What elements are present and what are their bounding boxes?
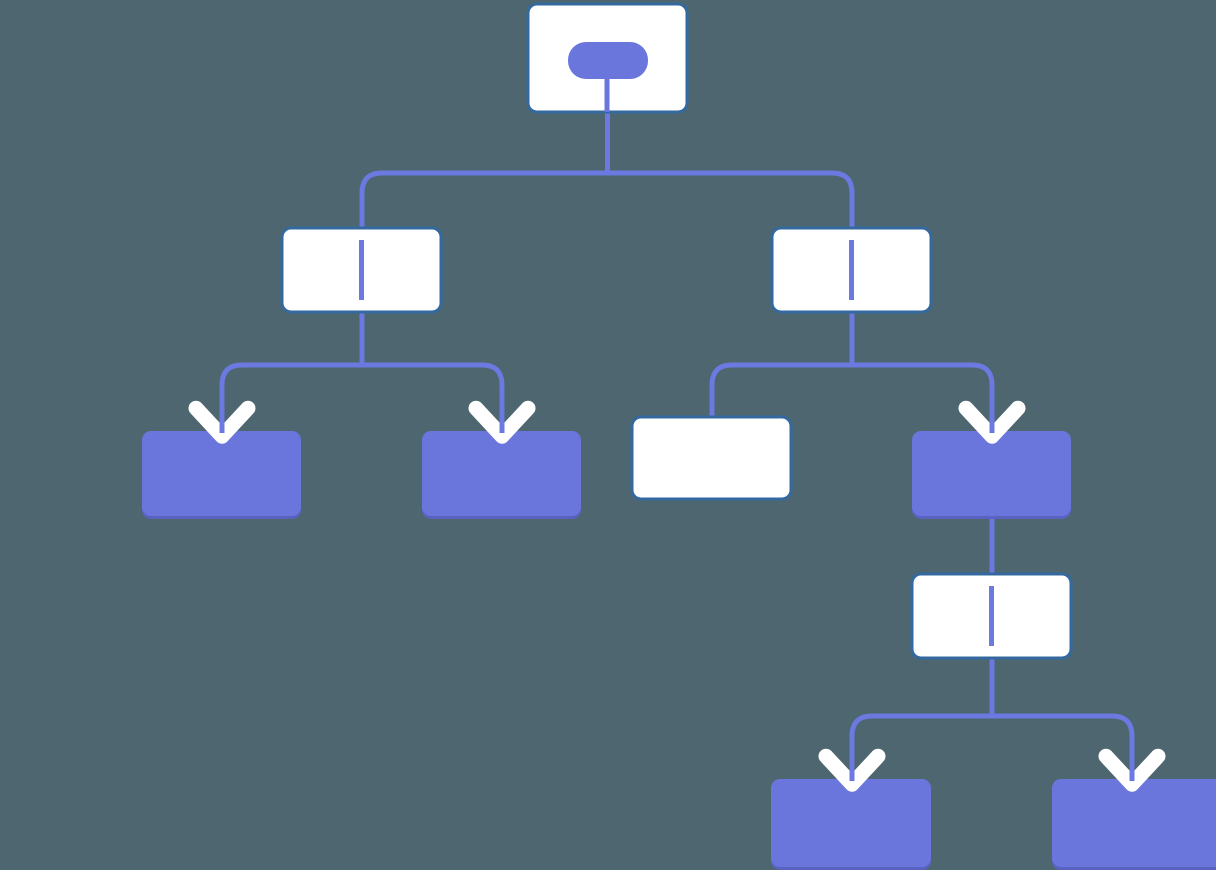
- node-layer: [142, 2, 1216, 870]
- connector-bar2-to-l2b: [362, 362, 505, 470]
- arrow-layer: [188, 400, 1166, 792]
- arrowhead-arrow-l4a: [818, 748, 886, 792]
- node-body[interactable]: [912, 431, 1071, 516]
- connector-bar3-to-l2c: [709, 362, 852, 417]
- node-body[interactable]: [1052, 779, 1216, 867]
- node-body[interactable]: [630, 415, 793, 501]
- node-l1-right[interactable]: [770, 226, 933, 314]
- node-l1-left[interactable]: [280, 226, 443, 314]
- node-body[interactable]: [771, 779, 931, 867]
- node-l2-c[interactable]: [630, 415, 793, 501]
- node-body[interactable]: [422, 431, 581, 516]
- node-l3-a[interactable]: [910, 572, 1073, 660]
- connector-bar1-to-l1right: [607, 170, 855, 228]
- node-l2-d[interactable]: [912, 431, 1071, 519]
- connector-bar2-to-l2a: [219, 362, 362, 470]
- node-l4-b[interactable]: [1052, 779, 1216, 870]
- arrowhead-arrow-l2a: [188, 400, 256, 444]
- node-root[interactable]: [526, 2, 689, 114]
- node-l4-a[interactable]: [771, 779, 931, 870]
- connector-bar4-to-l4b: [992, 713, 1135, 818]
- connector-bar1-to-l1left: [359, 170, 608, 228]
- connector-bar3-to-l2d: [852, 362, 995, 470]
- arrowhead-arrow-l2b: [468, 400, 536, 444]
- root-stem-shape: [604, 60, 610, 112]
- node-l2-b[interactable]: [422, 431, 581, 519]
- arrowhead-arrow-l2d: [958, 400, 1026, 444]
- connector-layer: [219, 112, 1135, 818]
- node-body[interactable]: [142, 431, 301, 516]
- node-l2-a[interactable]: [142, 431, 301, 519]
- arrowhead-arrow-l4b: [1098, 748, 1166, 792]
- connector-bar4-to-l4a: [849, 713, 992, 818]
